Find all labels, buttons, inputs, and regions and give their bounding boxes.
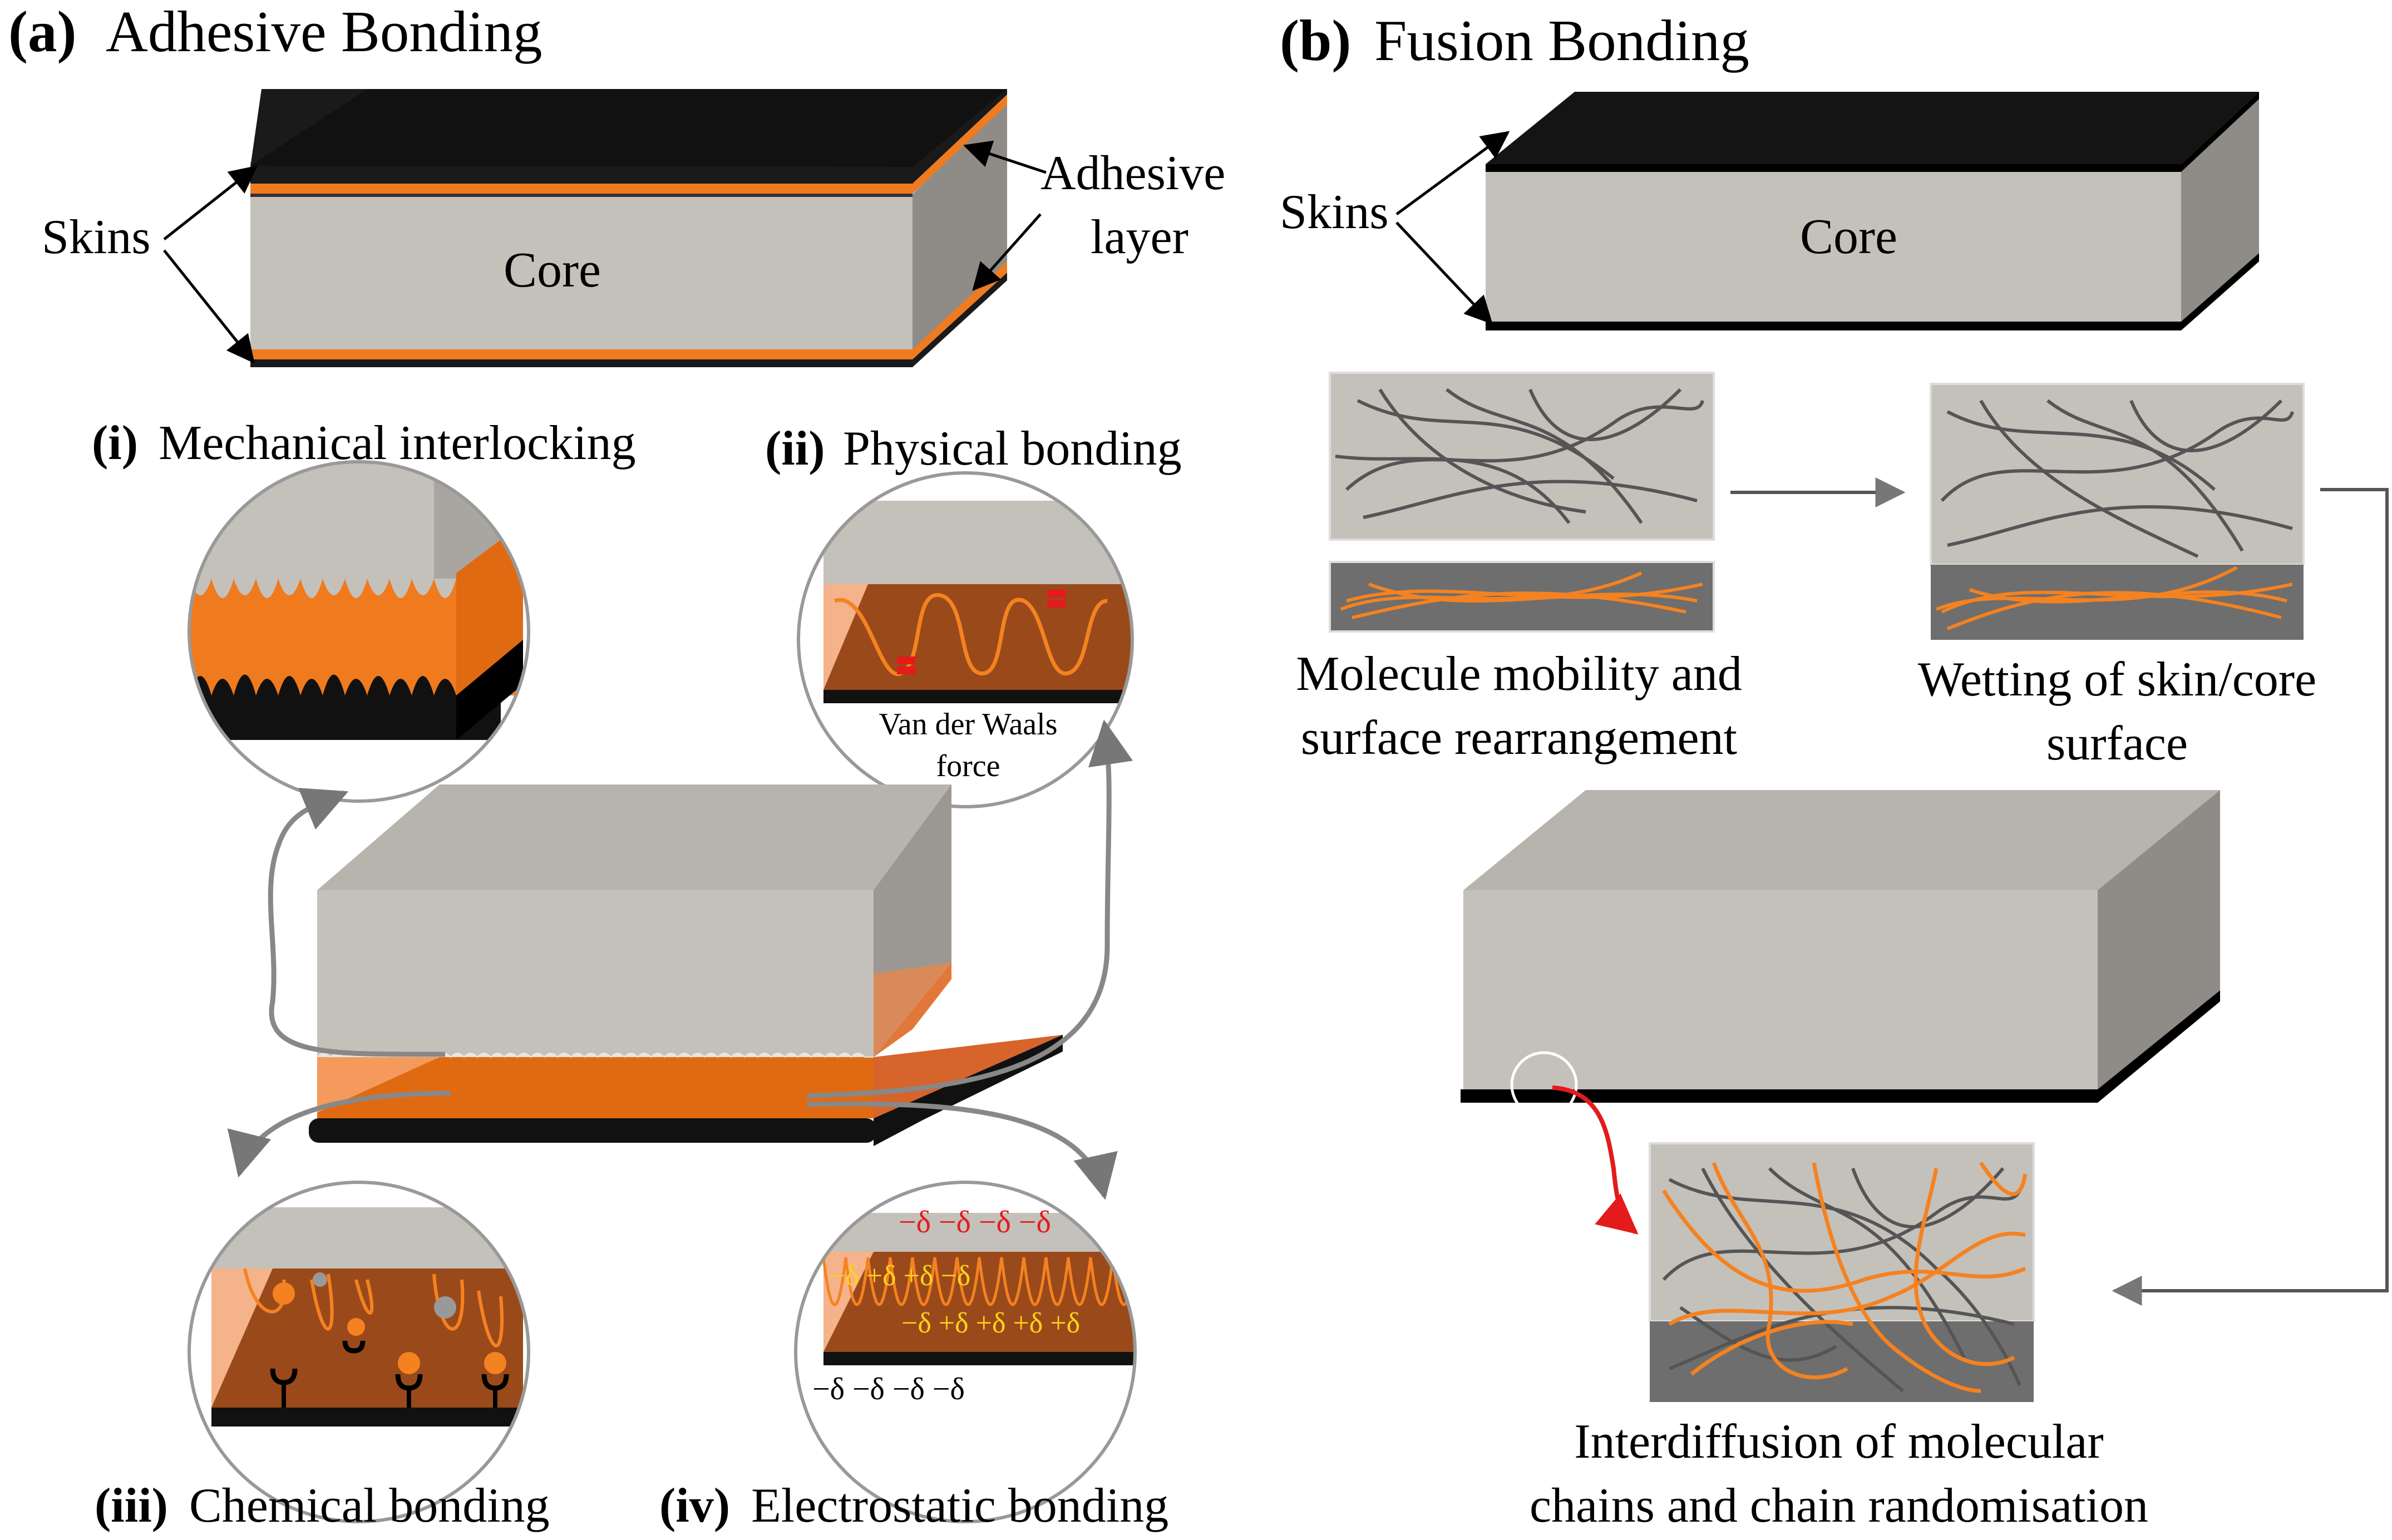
- panel-b-letter: (b): [1280, 8, 1351, 73]
- panel-a-letter: (a): [8, 0, 76, 64]
- skins-label-a: Skins: [42, 210, 151, 264]
- zoom-circle: [1510, 1051, 1578, 1119]
- step3-line1: Interdiffusion of molecular: [1574, 1415, 2103, 1469]
- skins-arrow-bottom-b: [1395, 221, 1493, 325]
- step1-line1: Molecule mobility and: [1296, 647, 1742, 701]
- arrow-to-chem: [227, 1090, 451, 1178]
- core-front: [250, 161, 1007, 351]
- step3-line2: chains and chain randomisation: [1530, 1479, 2148, 1533]
- elec-neg-bottom: −δ −δ −δ −δ: [812, 1372, 965, 1406]
- step2-panel: [1930, 383, 2305, 640]
- arrow-step2-to-step3: [2112, 488, 2389, 1306]
- adhesive-sandwich: [250, 89, 1007, 367]
- chem-label: Chemical bonding: [189, 1479, 550, 1533]
- vdw-label-1: Van der Waals: [879, 707, 1057, 742]
- mech-num: (i): [92, 416, 138, 470]
- adhesive-label-2: layer: [1091, 210, 1188, 264]
- panel-a: (a) Adhesive Bonding Core Skins Adhesive…: [8, 0, 1225, 1533]
- central-skin: [309, 1118, 876, 1143]
- fused-block: [1461, 790, 2220, 1103]
- elec-label: Electrostatic bonding: [751, 1479, 1168, 1533]
- zoom-arrow: [1552, 1085, 1639, 1235]
- elec-bond-circle: [794, 1181, 1137, 1523]
- skins-arrow-top-a: [163, 165, 258, 240]
- bottom-skin-b: [1486, 322, 2181, 330]
- core-label-b: Core: [1800, 209, 1897, 264]
- chem-num: (iii): [95, 1479, 168, 1533]
- skins-arrow-bottom-a: [163, 249, 255, 364]
- step2-line1: Wetting of skin/core: [1918, 653, 2316, 707]
- adhesive-arrow-top: [963, 140, 1047, 174]
- bottom-skin: [250, 359, 913, 367]
- fusion-sandwich: [1486, 92, 2259, 330]
- bottom-adhesive: [250, 349, 913, 359]
- panel-b: (b) Fusion Bonding Core Skins: [1280, 8, 2389, 1533]
- vdw-label-2: force: [936, 749, 1000, 783]
- skins-arrow-top-b: [1395, 131, 1510, 216]
- elec-mid-2: −δ +δ +δ +δ +δ: [901, 1307, 1080, 1339]
- elec-neg-top: −δ −δ −δ −δ: [899, 1205, 1051, 1240]
- phys-bond-circle: [797, 471, 1134, 808]
- top-skin-b: [1486, 92, 2259, 164]
- skins-label-b: Skins: [1280, 185, 1389, 239]
- chem-bond-circle: [188, 1181, 530, 1523]
- step3-panel: [1649, 1142, 2035, 1402]
- step1-line2: surface rearrangement: [1301, 711, 1737, 765]
- central-block: [309, 784, 1063, 1146]
- elec-mid-1: −δ +δ +δ −δ: [829, 1260, 970, 1292]
- panel-b-title: Fusion Bonding: [1374, 8, 1749, 73]
- elec-num: (iv): [659, 1479, 730, 1533]
- adhesive-arrow-bottom: [972, 213, 1042, 292]
- top-adhesive: [250, 184, 913, 194]
- mech-label: Mechanical interlocking: [159, 416, 636, 470]
- arrow-to-mech: [268, 788, 446, 1057]
- phys-label: Physical bonding: [843, 422, 1182, 476]
- arrow-to-elec: [806, 1101, 1118, 1200]
- phys-num: (ii): [765, 422, 825, 476]
- panel-a-title: Adhesive Bonding: [106, 0, 542, 64]
- step1-panel: [1329, 372, 1715, 633]
- arrow-to-phys: [806, 719, 1133, 1099]
- step2-line2: surface: [2046, 717, 2188, 771]
- adhesive-label-1: Adhesive: [1040, 146, 1225, 200]
- mech-interlock-circle: [188, 460, 530, 803]
- core-label-a: Core: [504, 243, 601, 298]
